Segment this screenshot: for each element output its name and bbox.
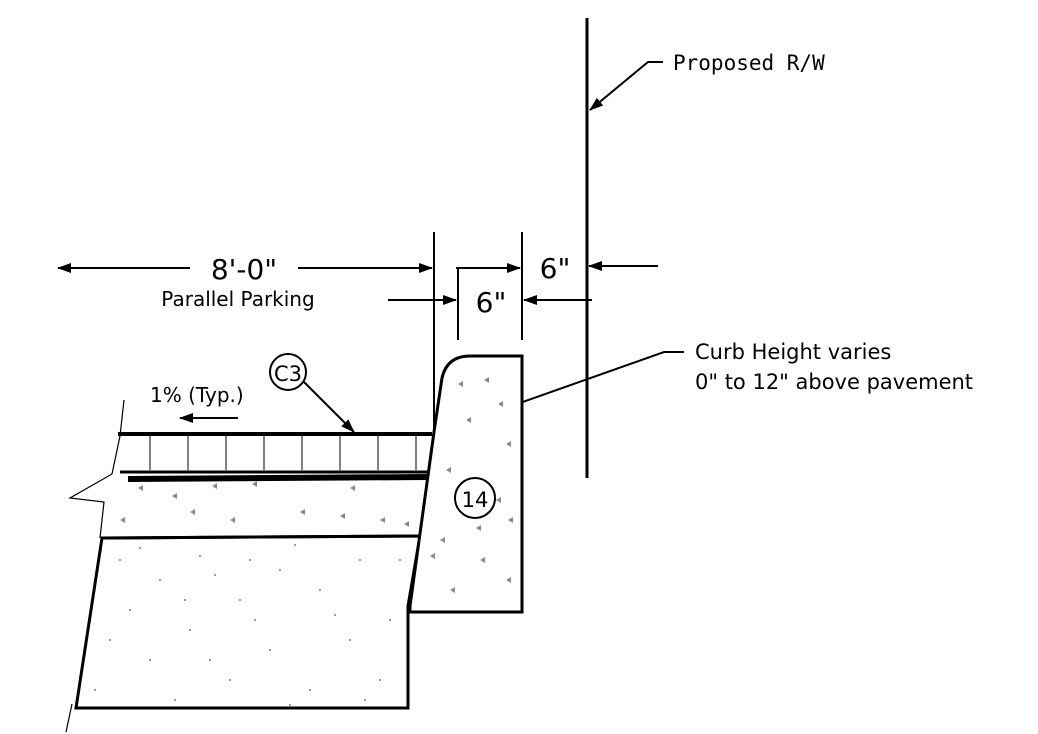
paver-callout-bubble [269,353,307,391]
row-leader [589,61,663,111]
curb-height-label-line2: 0" to 12" above pavement [695,370,973,394]
curb-height-label-line1: Curb Height varies [695,340,891,364]
curb-width-dimension: 6" [476,286,507,319]
row-label: Proposed R/W [673,51,825,75]
curb-callout-label: 14 [462,488,489,512]
base-course-layer [68,473,428,540]
paver-callout-leader [303,381,355,433]
parking-width-dimension: 8'-0" [211,253,277,286]
slope-label: 1% (Typ.) [150,383,244,407]
paver-callout-label: C3 [274,362,302,386]
subgrade-block [65,534,422,733]
curb-callout-bubble [454,477,496,519]
paver-layer [111,399,432,475]
parallel-parking-label: Parallel Parking [161,287,314,311]
row-offset-dimension: 6" [540,252,571,285]
